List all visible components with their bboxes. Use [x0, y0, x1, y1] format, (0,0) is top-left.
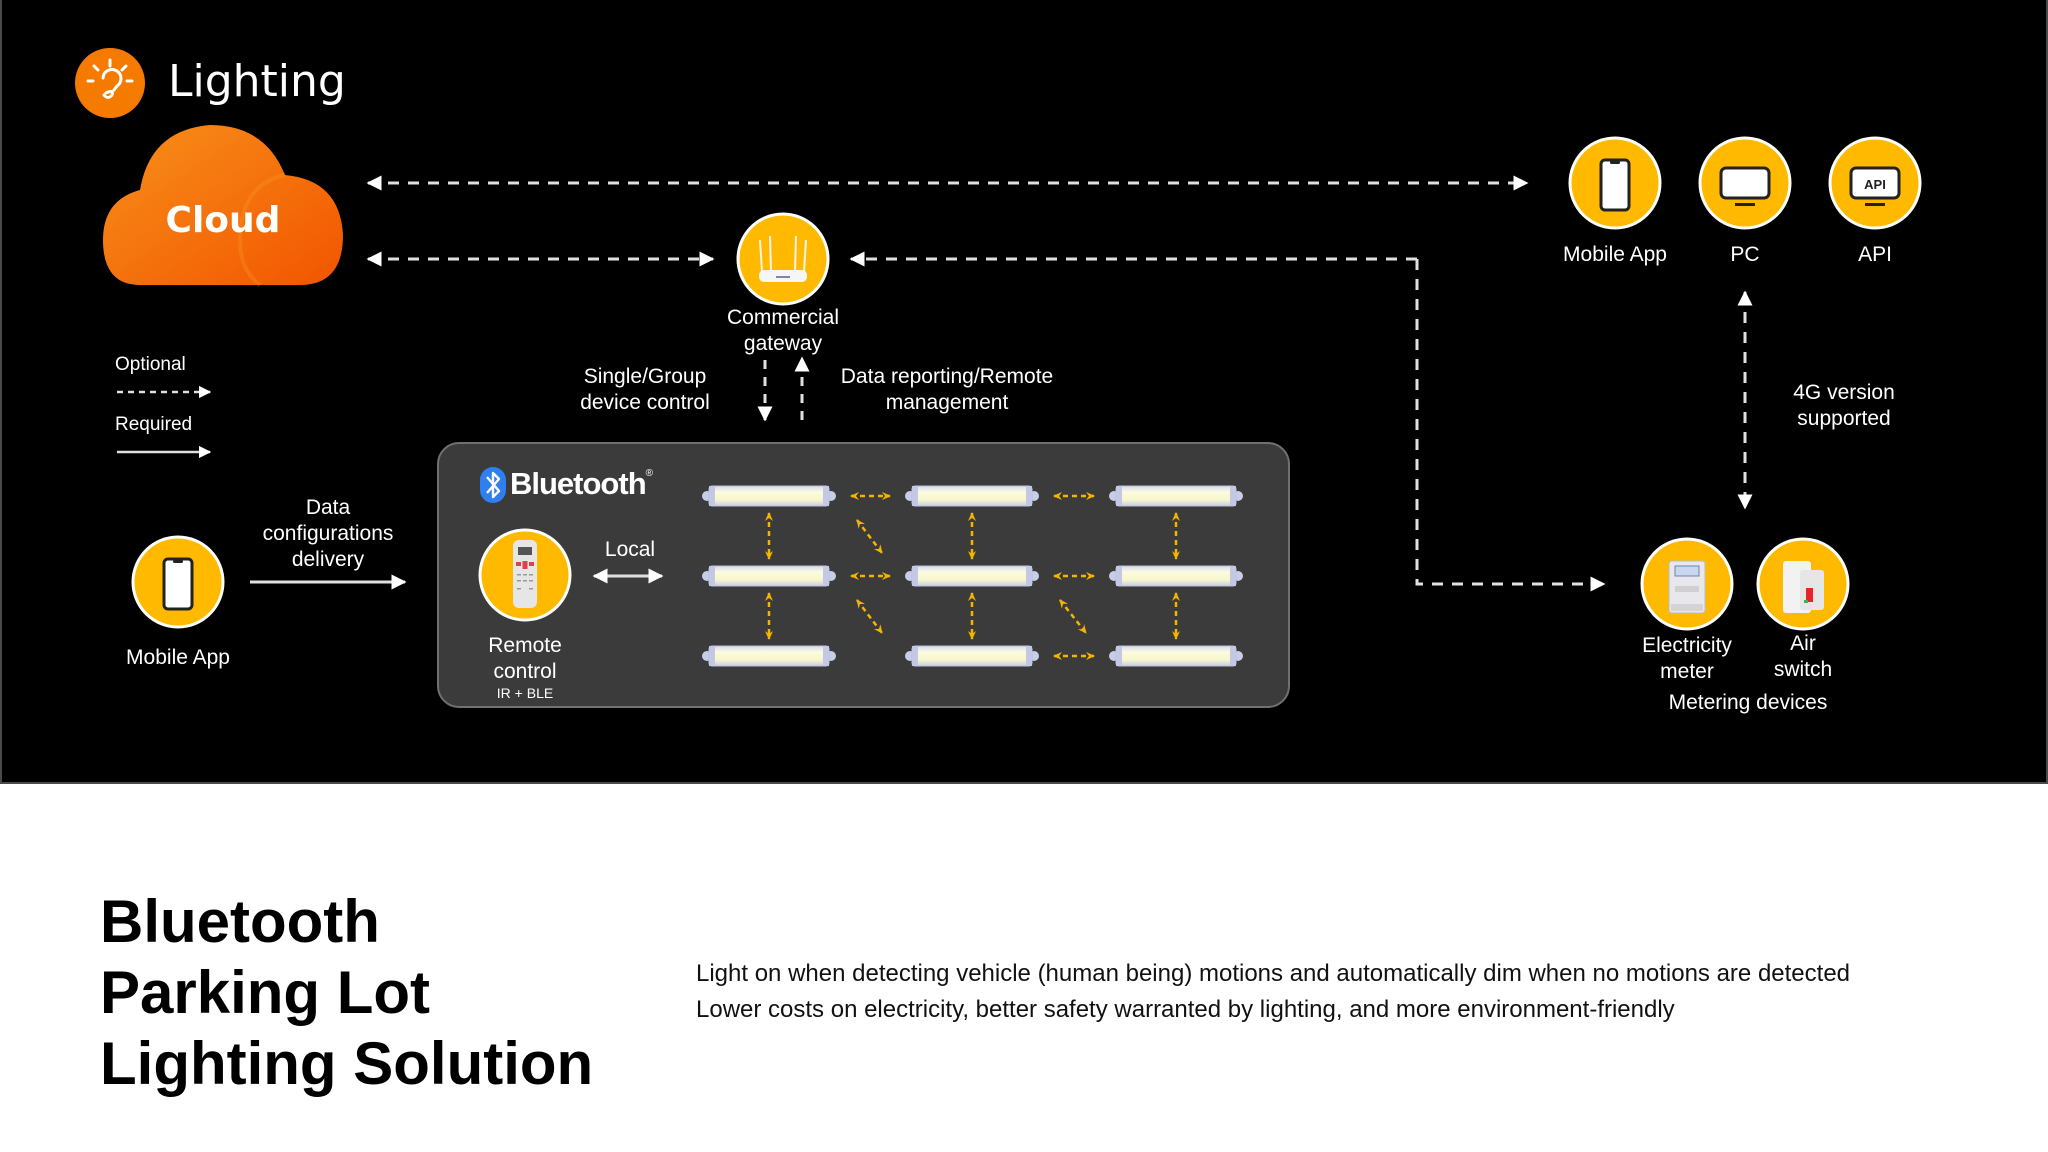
smartphone-icon [162, 557, 194, 611]
local-mobile-app-label: Mobile App [126, 646, 230, 669]
light-tube-icon[interactable] [702, 645, 836, 667]
single-group-label-line2: device control [580, 391, 710, 414]
delivery-label-line1: Data [305, 496, 351, 519]
electricity-meter-label-line1: Electricity [1642, 634, 1732, 657]
title-line-1: Bluetooth [100, 888, 380, 955]
description-line-1: Light on when detecting vehicle (human b… [696, 960, 1851, 987]
client-api-label: API [1858, 243, 1892, 266]
cloud-label: Cloud [165, 200, 281, 241]
remote-label-line1: Remote [488, 634, 562, 657]
fourg-label-line1: 4G version [1793, 381, 1895, 404]
lightbulb-icon [75, 48, 145, 118]
light-mesh [702, 485, 1243, 667]
client-pc-node[interactable] [1698, 136, 1792, 230]
gateway-metering-arrow [1415, 259, 1606, 592]
monitor-icon [1719, 166, 1771, 206]
light-tube-icon[interactable] [1109, 645, 1243, 667]
gateway-label-line2: gateway [743, 332, 823, 355]
delivery-label-line3: delivery [291, 548, 365, 571]
light-tube-icon[interactable] [905, 485, 1039, 507]
client-api-node[interactable]: API [1828, 136, 1922, 230]
remote-control-icon [513, 540, 537, 608]
gateway-label-line1: Commercial [726, 306, 839, 329]
solution-description: Light on when detecting vehicle (human b… [696, 956, 1850, 1028]
light-tube-icon[interactable] [1109, 485, 1243, 507]
light-tube-icon[interactable] [905, 645, 1039, 667]
metering-devices-label: Metering devices [1668, 691, 1828, 714]
air-switch-node[interactable] [1756, 537, 1850, 631]
local-label: Local [604, 538, 656, 561]
remote-label-line2: control [493, 660, 557, 683]
mesh-link-arrow [1059, 599, 1087, 634]
light-tube-icon[interactable] [1109, 565, 1243, 587]
cloud-shape [103, 125, 343, 287]
client-mobile-app-node[interactable] [1568, 136, 1662, 230]
router-icon [759, 235, 807, 282]
remote-sub-label: IR + BLE [496, 685, 554, 701]
data-reporting-label-line2: management [885, 391, 1009, 414]
light-tube-icon[interactable] [702, 565, 836, 587]
remote-control-node[interactable] [478, 528, 572, 622]
architecture-diagram: API [75, 48, 1922, 667]
legend-required-label: Required [115, 414, 193, 435]
bluetooth-icon [480, 467, 506, 503]
data-reporting-label-line1: Data reporting/Remote [840, 365, 1054, 388]
local-mobile-app-node[interactable] [131, 535, 225, 629]
mesh-link-arrow [856, 519, 883, 554]
fourg-label-line2: supported [1797, 407, 1891, 430]
air-switch-label-line1: Air [1790, 632, 1816, 655]
air-switch-icon [1783, 561, 1824, 613]
solution-title: Bluetooth Parking Lot Lighting Solution [100, 886, 593, 1099]
mesh-link-arrow [856, 599, 883, 634]
title-line-3: Lighting Solution [100, 1030, 594, 1097]
smartphone-icon [1599, 158, 1631, 212]
client-pc-label: PC [1730, 243, 1760, 266]
electricity-meter-icon [1668, 560, 1706, 614]
client-mobile-app-label: Mobile App [1563, 243, 1667, 266]
bluetooth-brand: Bluetooth [510, 466, 647, 501]
electricity-meter-label-line2: meter [1660, 660, 1714, 683]
api-monitor-icon: API [1849, 166, 1901, 206]
light-tube-icon[interactable] [905, 565, 1039, 587]
delivery-label-line2: configurations [262, 522, 394, 545]
air-switch-label-line2: switch [1773, 658, 1833, 681]
light-tube-icon[interactable] [702, 485, 836, 507]
brand-title: Lighting [168, 56, 346, 107]
api-icon-text: API [1864, 177, 1886, 192]
registered-mark: ® [645, 468, 653, 479]
gateway-node[interactable] [736, 212, 830, 306]
single-group-label-line1: Single/Group [583, 365, 707, 388]
bluetooth-wordmark: Bluetooth® [510, 466, 653, 502]
legend-optional-label: Optional [115, 354, 186, 375]
electricity-meter-node[interactable] [1640, 537, 1734, 631]
description-line-2: Lower costs on electricity, better safet… [696, 996, 1675, 1023]
title-line-2: Parking Lot [100, 959, 431, 1026]
